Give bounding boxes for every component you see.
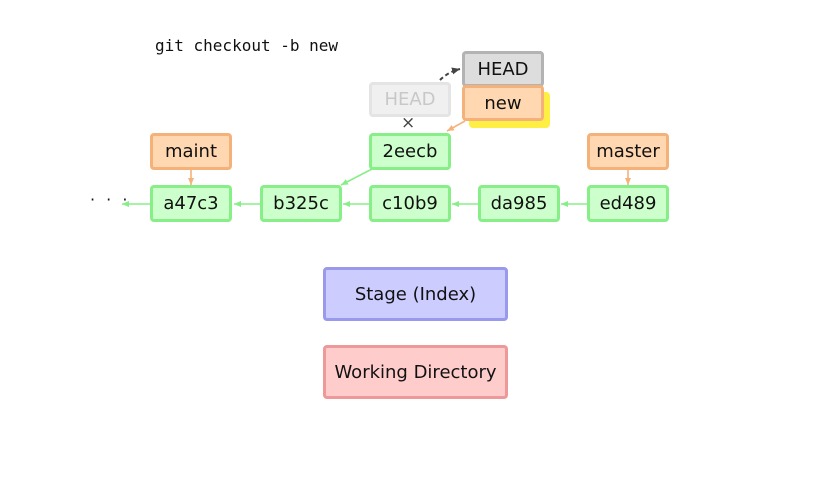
branch-master-label: master [587, 133, 669, 170]
commit-b325c: b325c [260, 185, 342, 222]
history-ellipsis: · · · [90, 190, 131, 209]
command-text: git checkout -b new [155, 36, 339, 55]
branch-maint-label: maint [150, 133, 232, 170]
commit-c10b9: c10b9 [369, 185, 451, 222]
commit-ed489: ed489 [587, 185, 669, 222]
commit-a47c3: a47c3 [150, 185, 232, 222]
arrow-2eecb-to-b325c [340, 168, 373, 186]
head-current-label: HEAD [462, 51, 544, 87]
detached-cross-mark: × [401, 113, 416, 133]
commit-da985: da985 [478, 185, 560, 222]
arrow-new-to-2eecb [446, 120, 466, 132]
head-previous-label: HEAD [369, 82, 451, 117]
commit-2eecb: 2eecb [369, 133, 451, 170]
working-directory-box: Working Directory [323, 345, 508, 399]
branch-new-label: new [462, 85, 544, 121]
stage-index-box: Stage (Index) [323, 267, 508, 321]
arrow-head-moved-dashed [439, 67, 461, 81]
